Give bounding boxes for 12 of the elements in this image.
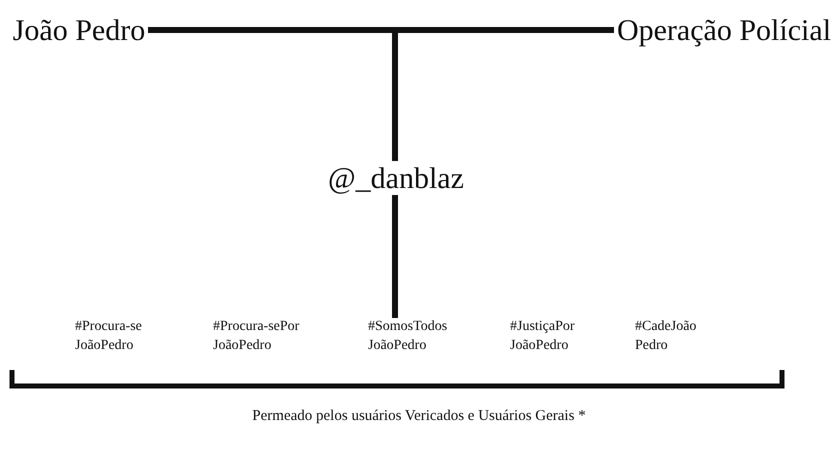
connector-line: [392, 195, 398, 318]
connector-line: [392, 30, 398, 161]
caption: Permeado pelos usuários Vericados e Usuários Gerais *: [251, 408, 587, 425]
node-label: Operação Polícial: [616, 14, 832, 46]
connector-line: [148, 27, 614, 33]
hashtag-label: #Procura-sePor JoãoPedro: [213, 318, 300, 354]
node-label: João Pedro: [12, 14, 146, 46]
hashtag-label: #CadeJoão Pedro: [635, 318, 698, 354]
hashtag-label: #SomosTodos JoãoPedro: [368, 318, 448, 354]
hashtag-label: #Procura-se JoãoPedro: [75, 318, 143, 354]
node-label: @_danblaz: [328, 162, 464, 194]
hashtag-label: #JustiçaPor JoãoPedro: [510, 318, 576, 354]
